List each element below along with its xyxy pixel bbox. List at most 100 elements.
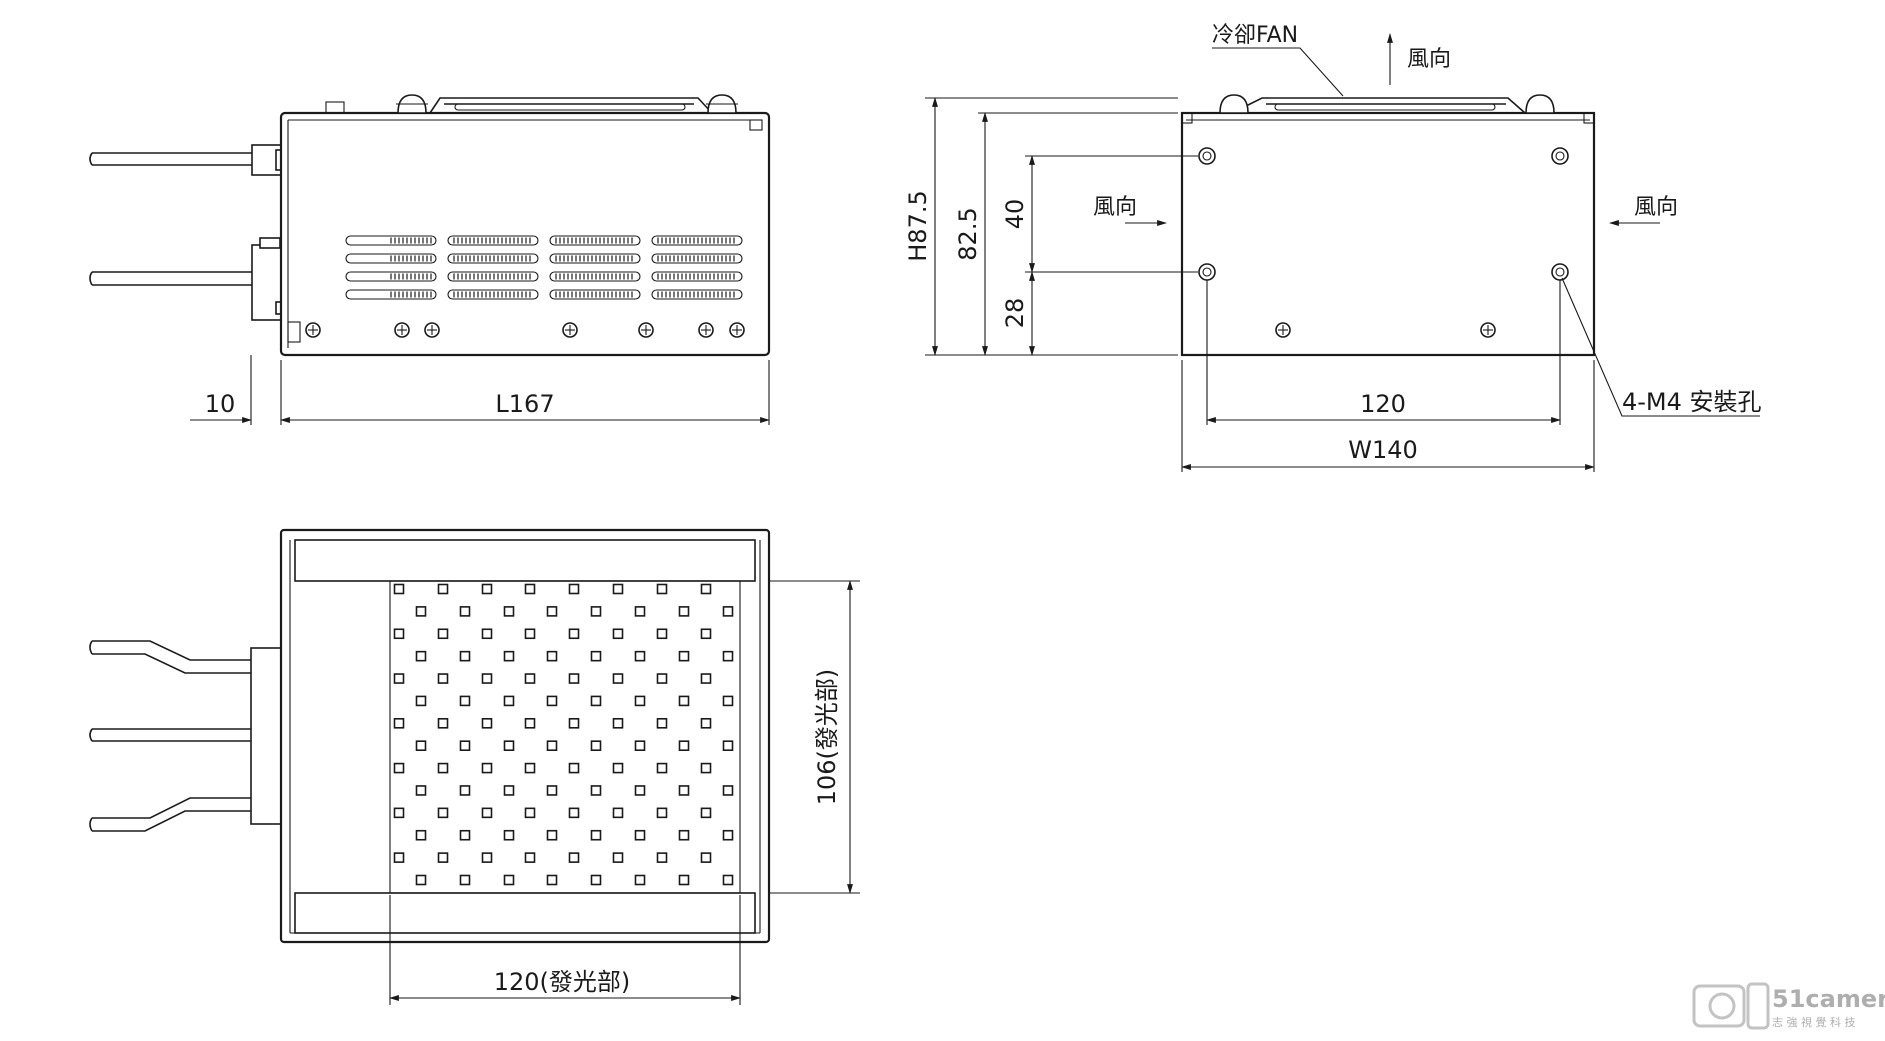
led-square <box>590 740 602 751</box>
led-square <box>393 852 405 863</box>
led-square <box>722 874 734 886</box>
side-screws <box>305 322 745 338</box>
led-square <box>612 673 624 684</box>
led-square <box>678 740 690 751</box>
led-square <box>568 583 580 595</box>
led-square <box>634 650 646 662</box>
wind-up-label: 風向 <box>1407 47 1451 72</box>
front-housing <box>1180 111 1596 357</box>
watermark: 51camera 志 強 視 覺 科 技 <box>1692 982 1885 1030</box>
led-square <box>700 852 712 863</box>
led-square <box>590 695 602 707</box>
led-square <box>700 807 712 819</box>
led-square <box>437 852 449 863</box>
bottom-view: 106(發光部) 120(發光部) <box>89 528 860 1005</box>
screw-icon <box>638 322 654 338</box>
led-square <box>524 718 536 729</box>
dim-length-label: L167 <box>495 390 554 418</box>
vent-slot <box>549 235 641 246</box>
led-square <box>568 718 580 729</box>
vent-slot <box>345 271 437 282</box>
led-square <box>546 650 558 662</box>
dim-width-label: W140 <box>1348 436 1418 464</box>
wind-left-label: 風向 <box>1093 195 1137 220</box>
led-square <box>656 673 668 684</box>
led-square <box>415 829 427 841</box>
screw-icon <box>424 322 440 338</box>
emit-area <box>389 580 741 894</box>
led-square <box>656 718 668 729</box>
led-square <box>590 650 602 662</box>
led-square <box>503 874 515 886</box>
led-square <box>612 807 624 819</box>
led-square <box>503 695 515 707</box>
side-view: 10 L167 <box>89 94 771 425</box>
led-square <box>722 650 734 662</box>
led-square <box>503 650 515 662</box>
vent-slot <box>447 253 539 264</box>
led-square <box>612 718 624 729</box>
led-square <box>656 583 668 595</box>
led-square <box>459 695 471 707</box>
led-square <box>590 874 602 886</box>
led-square <box>678 785 690 796</box>
led-square <box>678 874 690 886</box>
led-square <box>503 740 515 751</box>
led-square <box>437 673 449 684</box>
led-square <box>393 762 405 774</box>
led-square <box>546 829 558 841</box>
led-square <box>568 628 580 640</box>
front-screws <box>1275 322 1496 338</box>
vent-slot <box>345 235 437 246</box>
led-square <box>415 650 427 662</box>
side-vent-slots <box>345 235 743 300</box>
led-square <box>459 740 471 751</box>
led-square <box>524 762 536 774</box>
led-square <box>678 695 690 707</box>
dim-inner-height-label: 82.5 <box>954 207 982 260</box>
vent-slot <box>345 289 437 300</box>
led-square <box>481 673 493 684</box>
vent-slot <box>651 271 743 282</box>
screw-icon <box>698 322 714 338</box>
hole-note-label: 4-M4 安裝孔 <box>1622 388 1762 416</box>
led-square <box>612 852 624 863</box>
led-square <box>678 829 690 841</box>
led-square <box>546 785 558 796</box>
led-square <box>656 852 668 863</box>
screw-icon <box>729 322 745 338</box>
dim-hole-pitch-label: 120 <box>1360 390 1406 418</box>
led-square <box>503 785 515 796</box>
led-square <box>700 583 712 595</box>
vent-slot <box>345 253 437 264</box>
led-square <box>393 673 405 684</box>
led-square <box>415 785 427 796</box>
led-square <box>568 673 580 684</box>
led-square <box>459 650 471 662</box>
dim-lower-hole-label: 28 <box>1001 298 1029 329</box>
led-grid <box>393 583 734 886</box>
led-square <box>415 695 427 707</box>
led-square <box>634 829 646 841</box>
led-square <box>546 740 558 751</box>
led-square <box>722 829 734 841</box>
vent-slot <box>447 235 539 246</box>
vent-slot <box>447 289 539 300</box>
led-square <box>459 829 471 841</box>
led-square <box>437 807 449 819</box>
led-square <box>634 874 646 886</box>
vent-slot <box>651 253 743 264</box>
led-square <box>722 740 734 751</box>
led-square <box>437 628 449 640</box>
screw-icon <box>562 322 578 338</box>
led-square <box>393 628 405 640</box>
led-square <box>481 718 493 729</box>
led-square <box>722 785 734 796</box>
led-square <box>678 606 690 617</box>
led-square <box>481 583 493 595</box>
dim-emit-height-label: 106(發光部) <box>813 669 841 806</box>
led-square <box>634 606 646 617</box>
led-square <box>481 762 493 774</box>
dim-emit-width-label: 120(發光部) <box>494 968 631 996</box>
led-square <box>459 785 471 796</box>
